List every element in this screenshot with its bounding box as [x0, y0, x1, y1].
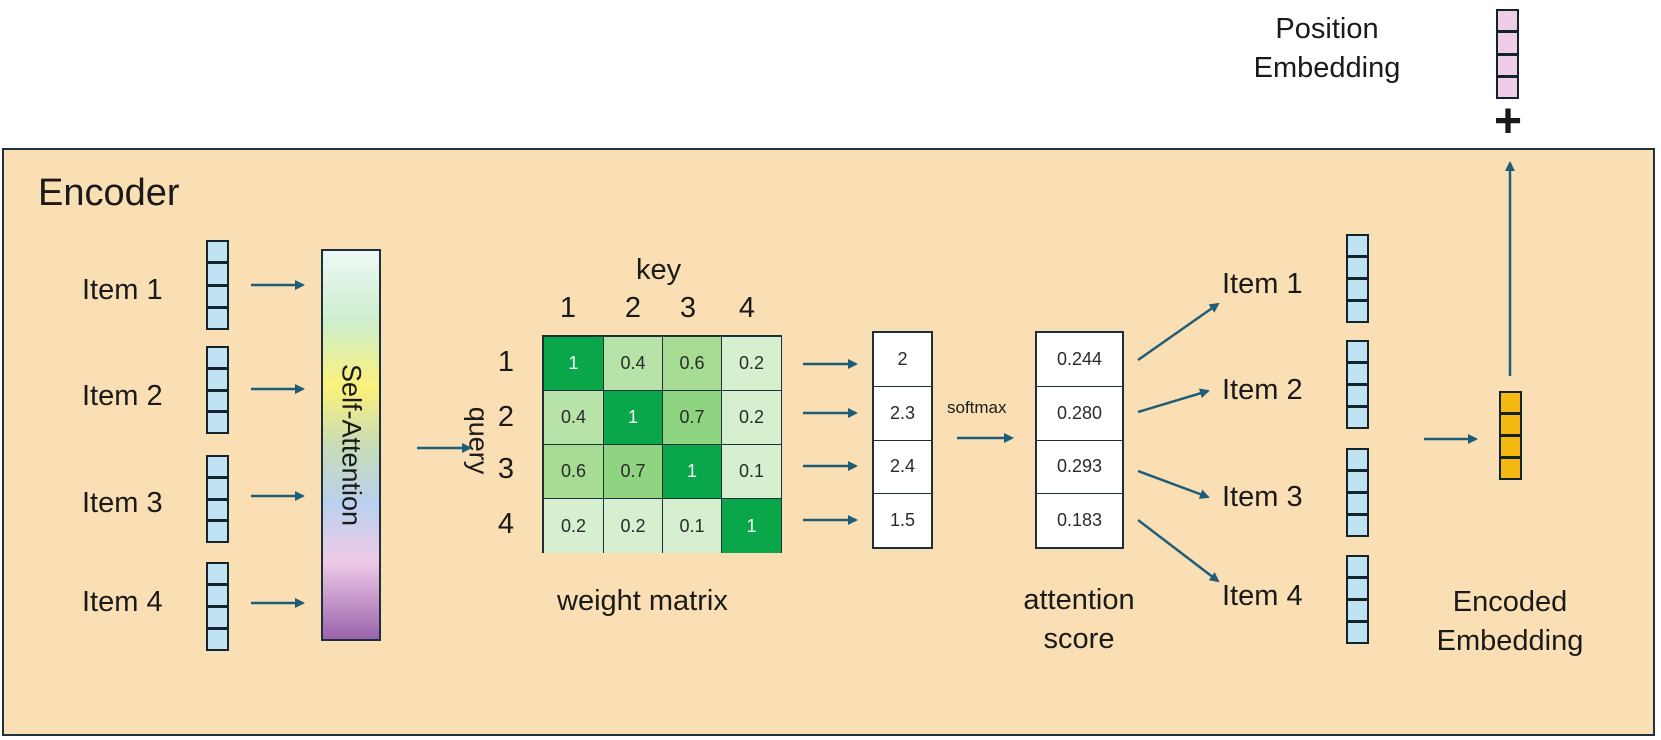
encoded-embedding-vector	[1499, 391, 1522, 480]
matrix-cell: 0.2	[722, 391, 781, 445]
matrix-cell: 0.4	[544, 391, 604, 445]
attention-score-caption: attention score	[999, 583, 1159, 656]
output-item-3-label: Item 3	[1222, 481, 1303, 513]
softmax-label: softmax	[947, 398, 1007, 417]
matrix-cell: 0.2	[544, 499, 604, 553]
output-item-4-label: Item 4	[1222, 580, 1303, 612]
arrow-score-to-item2	[1137, 388, 1210, 414]
position-embedding-label: Position Embedding	[1237, 12, 1417, 85]
weight-matrix-caption: weight matrix	[557, 585, 728, 617]
key-index-2: 2	[624, 292, 642, 324]
matrix-cell: 1	[604, 391, 663, 445]
output-item-4-vector	[1346, 555, 1369, 644]
output-item-1-label: Item 1	[1222, 268, 1303, 300]
encoded-embedding-label-line1: Encoded	[1452, 586, 1568, 618]
query-index-4: 4	[497, 508, 515, 540]
matrix-cell: 0.4	[604, 337, 663, 391]
raw-score-1: 2	[874, 333, 931, 387]
arrow-score-to-item4	[1137, 519, 1220, 583]
input-item-2-vector	[206, 346, 229, 434]
attention-score-2: 0.280	[1037, 387, 1122, 441]
encoder-box	[2, 148, 1655, 736]
encoded-embedding-label: Encoded Embedding	[1420, 585, 1600, 658]
arrow-score-to-item1	[1137, 302, 1220, 362]
attention-score-caption-line1: attention	[1023, 584, 1135, 616]
key-index-4: 4	[738, 292, 756, 324]
input-item-1-vector	[206, 240, 229, 330]
matrix-cell: 0.1	[722, 445, 781, 499]
matrix-cell: 0.2	[722, 337, 781, 391]
attention-score-column: 0.244 0.280 0.293 0.183	[1035, 331, 1124, 549]
position-embedding-label-line1: Position	[1275, 13, 1379, 45]
attention-score-1: 0.244	[1037, 333, 1122, 387]
input-item-1-label: Item 1	[82, 274, 163, 306]
attention-score-3: 0.293	[1037, 441, 1122, 495]
key-index-3: 3	[679, 292, 697, 324]
raw-score-3: 2.4	[874, 441, 931, 495]
self-attention-block: Self-Attention	[321, 249, 381, 641]
input-item-3-label: Item 3	[82, 487, 163, 519]
input-item-2-label: Item 2	[82, 380, 163, 412]
arrow-score-to-item3	[1137, 469, 1210, 499]
raw-score-column: 2 2.3 2.4 1.5	[872, 331, 933, 549]
raw-score-2: 2.3	[874, 387, 931, 441]
output-item-2-label: Item 2	[1222, 374, 1303, 406]
plus-icon: +	[1493, 95, 1523, 148]
input-item-4-label: Item 4	[82, 586, 163, 618]
query-index-2: 2	[497, 401, 515, 433]
matrix-cell: 1	[544, 337, 604, 391]
raw-score-4: 1.5	[889, 510, 916, 531]
encoded-embedding-label-line2: Embedding	[1436, 625, 1584, 657]
input-item-3-vector	[206, 455, 229, 543]
query-index-3: 3	[497, 453, 515, 485]
attention-score-4: 0.183	[1056, 510, 1103, 531]
matrix-cell: 0.6	[544, 445, 604, 499]
matrix-cell: 0.1	[663, 499, 722, 553]
key-index-1: 1	[559, 292, 577, 324]
output-item-3-vector	[1346, 448, 1369, 537]
matrix-cell: 0.6	[663, 337, 722, 391]
key-label: key	[636, 254, 682, 286]
matrix-cell: 1	[722, 499, 781, 553]
output-item-2-vector	[1346, 340, 1369, 429]
position-embedding-vector	[1496, 9, 1519, 99]
input-item-4-vector	[206, 562, 229, 651]
matrix-cell: 0.7	[663, 391, 722, 445]
encoder-title: Encoder	[38, 172, 180, 214]
matrix-cell: 0.2	[604, 499, 663, 553]
output-item-1-vector	[1346, 234, 1369, 323]
query-index-1: 1	[497, 346, 515, 378]
position-embedding-label-line2: Embedding	[1253, 52, 1401, 84]
matrix-cell: 1	[663, 445, 722, 499]
matrix-cell: 0.7	[604, 445, 663, 499]
attention-score-caption-line2: score	[1043, 623, 1115, 655]
